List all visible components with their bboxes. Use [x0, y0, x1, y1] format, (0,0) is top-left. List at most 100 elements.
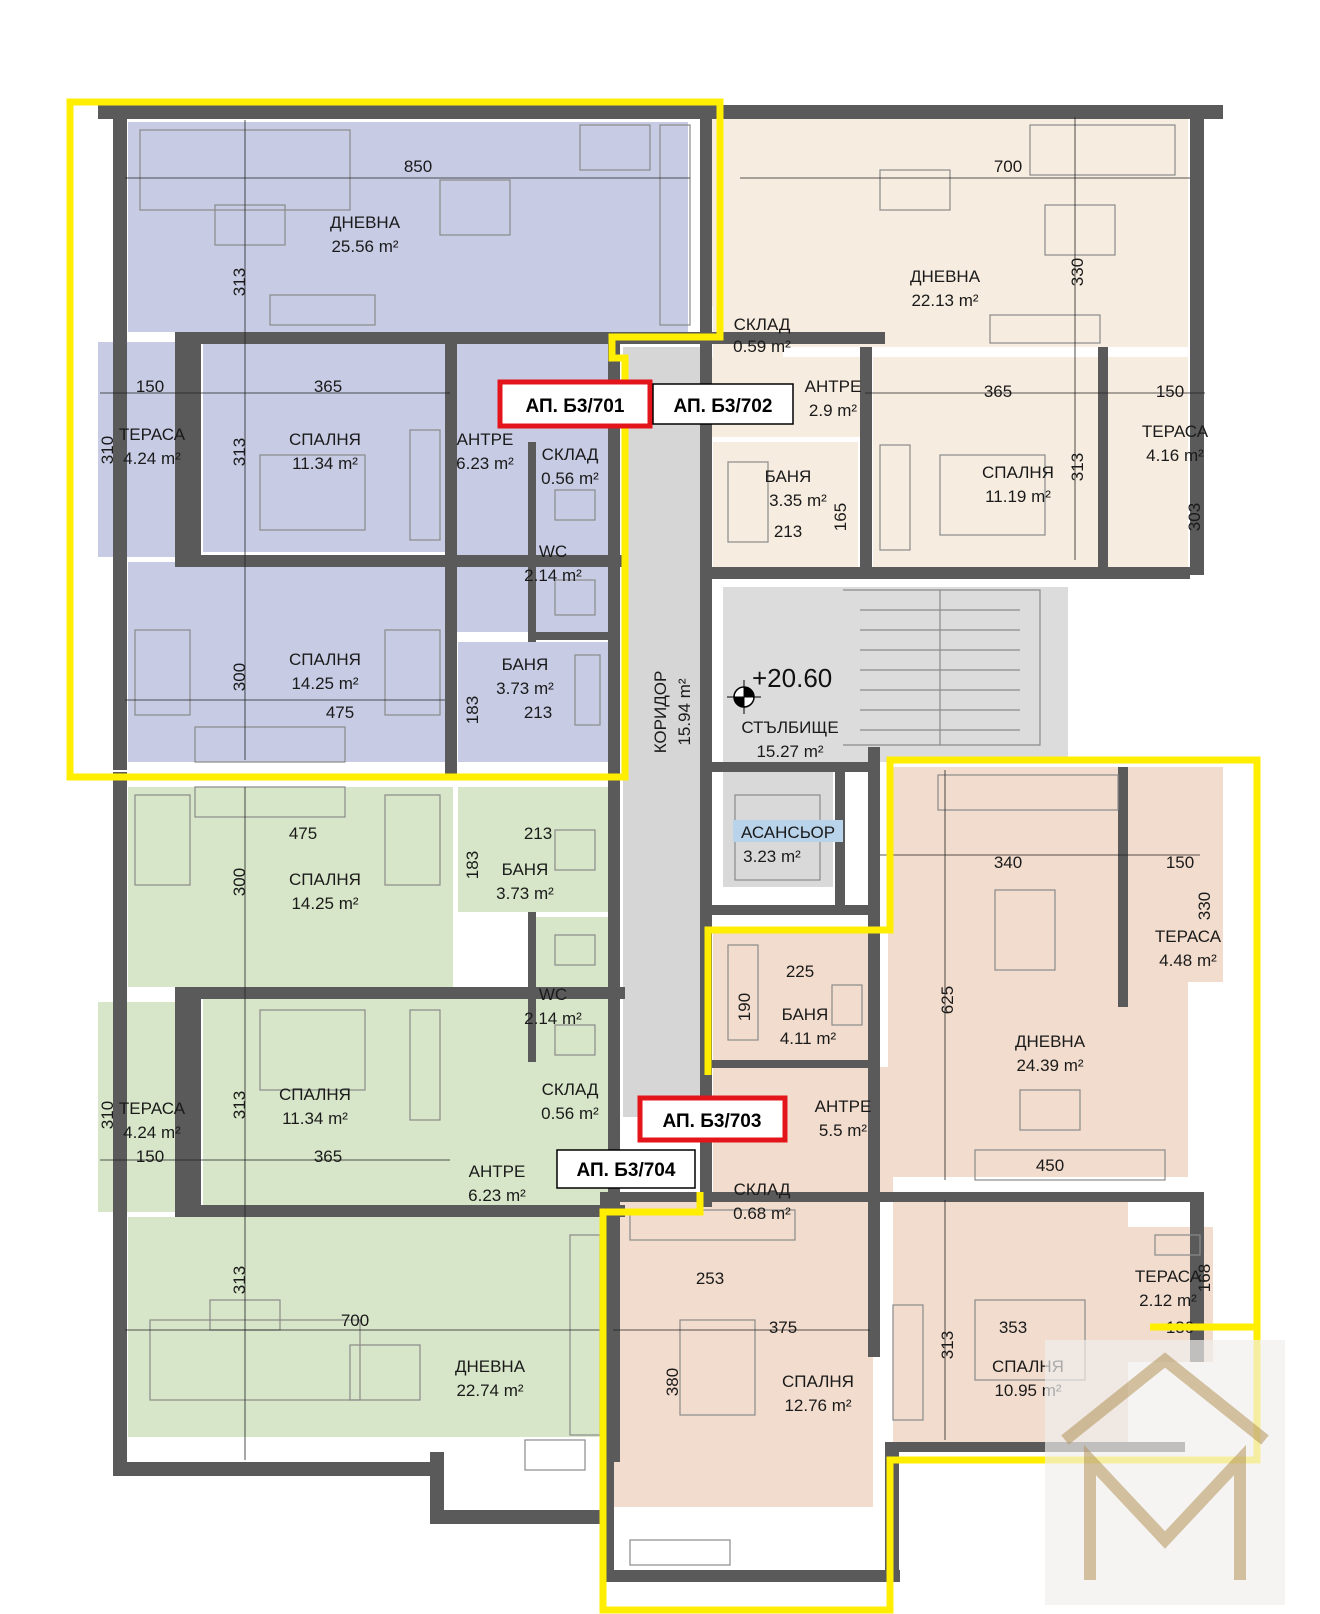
room-area: 4.11 m²	[780, 1029, 837, 1048]
room-area: 24.39 m²	[1016, 1056, 1083, 1075]
room-701-terrace	[98, 342, 178, 557]
room-702-terrace	[1108, 357, 1188, 567]
room-area: 22.74 m²	[456, 1381, 523, 1400]
apartment-tag-703: АП. Б3/703	[637, 1095, 788, 1143]
svg-text:183: 183	[463, 851, 482, 879]
svg-text:330: 330	[1195, 892, 1214, 920]
watermark-logo-icon	[1045, 1340, 1285, 1605]
room-name: СКЛАД	[734, 315, 791, 334]
room-area: 3.73 m²	[496, 679, 554, 698]
apartment-tag-702: АП. Б3/702	[652, 383, 794, 425]
svg-text:310: 310	[98, 1101, 117, 1129]
room-701-living	[128, 122, 688, 332]
room-name: АНТРЕ	[815, 1097, 872, 1116]
svg-text:850: 850	[404, 157, 432, 176]
furniture	[134, 124, 1201, 1566]
svg-text:313: 313	[230, 438, 249, 466]
svg-text:150: 150	[136, 1147, 164, 1166]
room-area: 11.19 m²	[985, 487, 1051, 506]
room-area: 2.14 m²	[524, 1009, 582, 1028]
room-area: 0.59 m²	[733, 337, 791, 356]
room-703-terrace1	[1128, 767, 1223, 982]
svg-text:183: 183	[463, 696, 482, 724]
room-name: АНТРЕ	[457, 430, 514, 449]
svg-text:АП. Б3/703: АП. Б3/703	[663, 1111, 762, 1132]
room-name: WC	[539, 985, 567, 1004]
room-name: СКЛАД	[734, 1180, 791, 1199]
svg-text:310: 310	[98, 436, 117, 464]
room-area: 3.73 m²	[496, 884, 554, 903]
room-name: СПАЛНЯ	[982, 463, 1054, 482]
svg-text:190: 190	[735, 993, 754, 1021]
svg-text:150: 150	[136, 377, 164, 396]
svg-text:375: 375	[769, 1318, 797, 1337]
level-value: +20.60	[752, 663, 832, 693]
room-area: 4.24 m²	[123, 449, 181, 468]
svg-text:353: 353	[999, 1318, 1027, 1337]
svg-text:165: 165	[831, 503, 850, 531]
svg-text:700: 700	[994, 157, 1022, 176]
room-name: ДНЕВНА	[330, 213, 401, 232]
svg-text:300: 300	[230, 868, 249, 896]
room-area: 6.23 m²	[456, 454, 514, 473]
room-area: 2.14 m²	[524, 566, 582, 585]
svg-text:313: 313	[938, 1331, 957, 1359]
room-name: СПАЛНЯ	[289, 870, 361, 889]
svg-text:АП. Б3/701: АП. Б3/701	[526, 396, 625, 417]
room-area: 22.13 m²	[911, 291, 978, 310]
apartment-tag-704: АП. Б3/704	[556, 1149, 696, 1189]
svg-text:АП. Б3/702: АП. Б3/702	[674, 396, 773, 417]
room-name: ДНЕВНА	[910, 267, 981, 286]
room-name: СПАЛНЯ	[279, 1085, 351, 1104]
room-702-bath	[713, 442, 858, 567]
corridor-area	[623, 347, 703, 1117]
room-703-bath	[713, 932, 868, 1067]
room-area: 4.48 m²	[1159, 951, 1217, 970]
room-area: 25.56 m²	[331, 237, 398, 256]
svg-text:340: 340	[994, 853, 1022, 872]
svg-text:150: 150	[1156, 382, 1184, 401]
room-area: 0.56 m²	[541, 1104, 599, 1123]
room-area: 3.35 m²	[769, 491, 827, 510]
room-area: 12.76 m²	[784, 1396, 851, 1415]
svg-text:313: 313	[230, 1091, 249, 1119]
svg-text:330: 330	[1068, 258, 1087, 286]
room-area: 11.34 m²	[292, 454, 358, 473]
svg-text:168: 168	[1195, 1264, 1214, 1292]
svg-text:450: 450	[1036, 1156, 1064, 1175]
room-area: 14.25 m²	[291, 674, 358, 693]
room-area: 5.5 m²	[819, 1121, 868, 1140]
room-name: СКЛАД	[542, 1080, 599, 1099]
room-703-bed1	[613, 1197, 873, 1507]
elevator-highlight	[733, 820, 843, 842]
apartment-highlights	[66, 98, 1261, 1614]
svg-text:253: 253	[696, 1269, 724, 1288]
svg-text:300: 300	[230, 663, 249, 691]
room-name: ДНЕВНА	[1015, 1032, 1086, 1051]
walls	[98, 105, 1223, 1582]
svg-text:150: 150	[1166, 853, 1194, 872]
room-702-living	[738, 117, 1188, 347]
level-marker-icon	[727, 680, 761, 714]
svg-text:475: 475	[326, 703, 354, 722]
room-704-terrace	[98, 1002, 178, 1212]
room-name: БАНЯ	[765, 467, 812, 486]
room-704-bed2	[128, 787, 453, 987]
room-name: СКЛАД	[542, 445, 599, 464]
svg-text:313: 313	[1068, 453, 1087, 481]
corridor-label: КОРИДОР	[651, 671, 670, 754]
room-name: БАНЯ	[782, 1005, 829, 1024]
svg-text:380: 380	[663, 1368, 682, 1396]
room-name: СПАЛНЯ	[782, 1372, 854, 1391]
apartment-tag-701: АП. Б3/701	[497, 379, 653, 429]
room-name: WC	[539, 542, 567, 561]
room-name: АСАНСЬОР	[741, 823, 835, 842]
room-name: ТЕРАСА	[1135, 1267, 1202, 1286]
svg-text:АП. Б3/704: АП. Б3/704	[577, 1160, 676, 1181]
room-area: 15.27 m²	[756, 742, 823, 761]
room-area: 2.12 m²	[1139, 1291, 1197, 1310]
svg-text:313: 313	[230, 1266, 249, 1294]
room-name: АНТРЕ	[805, 377, 862, 396]
svg-text:365: 365	[314, 1147, 342, 1166]
